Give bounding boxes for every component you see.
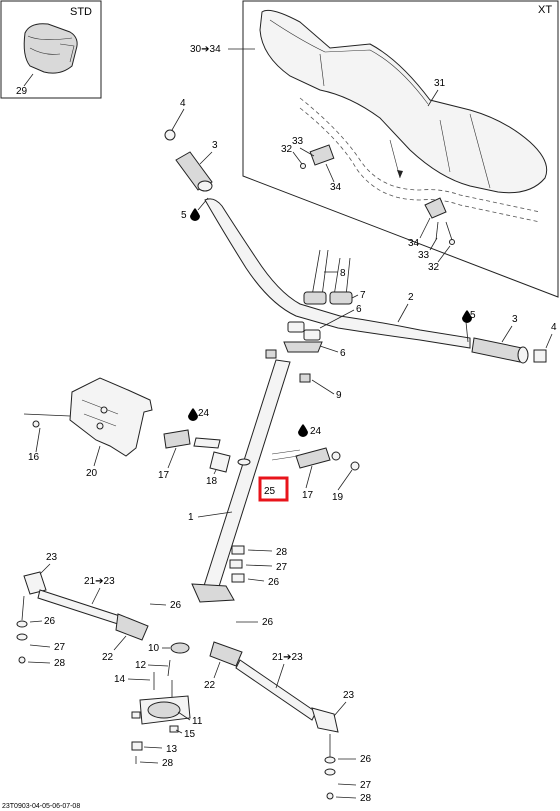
callout-5a: 5	[181, 210, 187, 221]
grease-drop-icon-right	[462, 310, 472, 323]
xt-title: XT	[538, 4, 552, 16]
callout-17b: 17	[302, 490, 314, 501]
xt-inset: XT 30➔34 31 33 32 34	[190, 0, 559, 298]
callout-21a: 21➔23	[84, 576, 115, 587]
callout-32b: 32	[428, 262, 440, 273]
callout-23a: 23	[46, 552, 58, 563]
callout-3a: 3	[212, 140, 218, 151]
callout-28a: 28	[276, 547, 288, 558]
callout-29: 29	[16, 86, 28, 97]
callout-15: 15	[184, 729, 196, 740]
callout-26b: 26	[44, 616, 56, 627]
callout-26e: 26	[360, 754, 372, 765]
callout-11: 11	[192, 716, 203, 727]
steering-column: 1	[188, 359, 291, 603]
callout-26d: 26	[262, 617, 274, 628]
callout-4a: 4	[180, 98, 186, 109]
callout-23b: 23	[343, 690, 355, 701]
handlebar-pad-std	[23, 23, 78, 74]
handlebar-clamp: 8 7 6 6 9	[265, 249, 366, 401]
drawing-code: 23T0903-04-05-06-07-08	[2, 803, 80, 810]
callout-9: 9	[336, 390, 342, 401]
steering-bracket: 16 20	[23, 377, 153, 479]
highlight-box	[258, 476, 289, 502]
callout-25: 25	[264, 486, 276, 497]
callout-17a: 17	[158, 470, 170, 481]
left-grip-group: 4 3 5	[164, 98, 218, 221]
callout-2: 2	[408, 292, 414, 303]
callout-6a: 6	[356, 304, 362, 315]
callout-33b: 33	[418, 250, 430, 261]
callout-13: 13	[166, 744, 178, 755]
grease-drop-icon-24a	[188, 408, 198, 421]
callout-27a: 27	[276, 562, 288, 573]
callout-27c: 27	[360, 780, 372, 791]
callout-3b: 3	[512, 314, 518, 325]
guard-mount-lower	[424, 197, 455, 245]
highlight-25: 25	[258, 476, 289, 502]
bushing-18: 18	[206, 451, 251, 487]
callout-5b: 5	[470, 310, 476, 321]
guard-mount-upper	[300, 144, 335, 169]
callout-22b: 22	[204, 680, 216, 691]
callout-10: 10	[148, 643, 160, 654]
callout-22a: 22	[102, 652, 114, 663]
callout-31: 31	[434, 78, 446, 89]
callout-19: 19	[332, 492, 344, 503]
callout-26a: 26	[268, 577, 280, 588]
tie-rod-left: 23 21➔23 22 26 27 28 26	[16, 552, 182, 669]
callout-28b: 28	[54, 658, 66, 669]
callout-30-34: 30➔34	[190, 44, 221, 55]
callout-14: 14	[114, 674, 126, 685]
callout-7: 7	[360, 290, 366, 301]
callout-16: 16	[28, 452, 40, 463]
callout-34a: 34	[330, 182, 342, 193]
callout-28d: 28	[162, 758, 174, 769]
handlebar: 2	[204, 198, 471, 349]
callout-1: 1	[188, 512, 194, 523]
std-title: STD	[70, 6, 92, 18]
callout-26c: 26	[170, 600, 182, 611]
callout-27b: 27	[54, 642, 66, 653]
callout-28c: 28	[360, 793, 372, 804]
pivot-arm-left: 24 17	[158, 408, 221, 481]
callout-18: 18	[206, 476, 218, 487]
callout-8: 8	[340, 268, 346, 279]
lower-pivot: 10 12 14 11 15 13 28	[114, 642, 203, 769]
right-grip-group: 3 4 5	[462, 310, 557, 364]
callout-20: 20	[86, 468, 98, 479]
grease-drop-icon	[190, 208, 200, 221]
std-inset: STD 29	[0, 0, 102, 99]
callout-24a: 24	[198, 408, 210, 419]
tie-rod-right: 21➔23 22 23 26 26 27 28	[204, 617, 372, 804]
callout-4b: 4	[551, 322, 557, 333]
pivot-arm-right: 24 17 19	[271, 424, 360, 503]
hand-guard-xt	[259, 9, 548, 194]
callout-21b: 21➔23	[272, 652, 303, 663]
grease-drop-icon-24b	[298, 424, 308, 437]
callout-12: 12	[135, 660, 147, 671]
callout-24b: 24	[310, 426, 322, 437]
callout-33a: 33	[292, 136, 304, 147]
callout-6b: 6	[340, 348, 346, 359]
callout-34b: 34	[408, 238, 420, 249]
column-lower-hardware: 28 27 26	[229, 545, 288, 588]
callout-32a: 32	[281, 144, 293, 155]
